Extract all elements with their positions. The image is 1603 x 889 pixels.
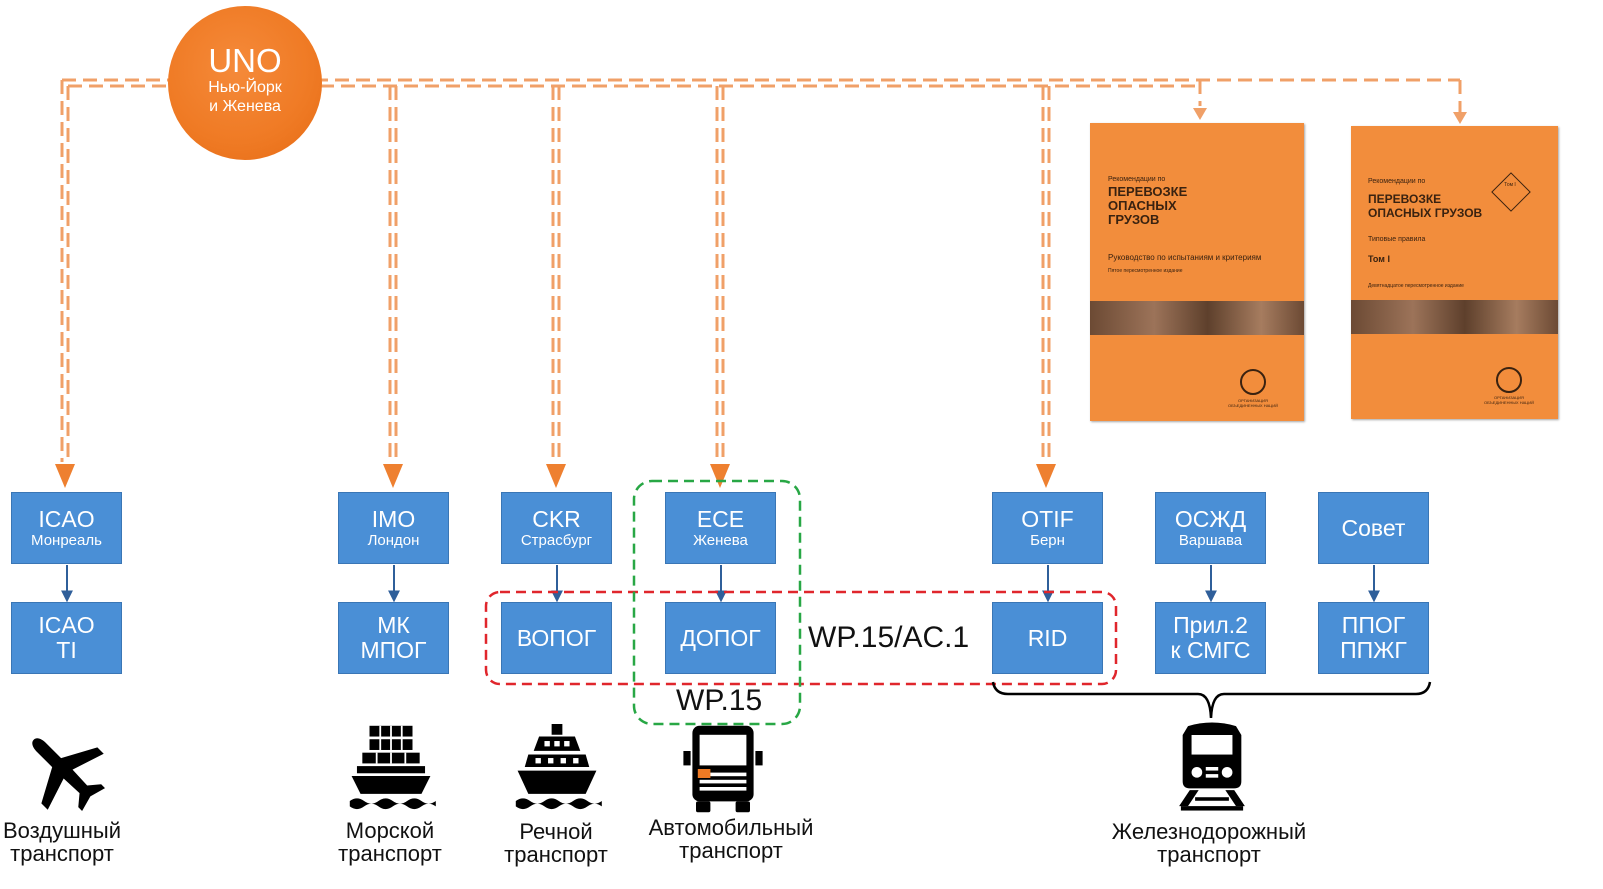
book-photo-strip [1351, 300, 1558, 334]
un-emblem-icon [1240, 369, 1266, 395]
book-top: Рекомендации по [1108, 176, 1166, 183]
label-line2: транспорт [1157, 842, 1261, 867]
org-ckr: CKR Страсбург [501, 492, 612, 564]
cargo-ship-icon [349, 725, 436, 810]
reg-line1: ВОПОГ [516, 624, 597, 651]
reg-line1: ППОГ [1341, 612, 1406, 638]
book-title1: ПЕРЕВОЗКЕ [1108, 184, 1188, 199]
wp15-ac1-label: WP.15/AC.1 [808, 621, 970, 654]
wp15-group [632, 479, 802, 726]
reg-line1: ДОПОГ [680, 624, 761, 651]
book-title3: ГРУЗОВ [1108, 212, 1160, 227]
reg-smgs-annex2: Прил.2 к СМГС [1155, 602, 1266, 674]
label-line2: транспорт [338, 841, 442, 866]
book-cover-model-regulations: Рекомендации по ПЕРЕВОЗКЕ ОПАСНЫХ ГРУЗОВ… [1351, 126, 1558, 419]
reg-icao-ti: ICAO TI [11, 602, 122, 674]
volume-diamond-badge [1491, 172, 1531, 212]
label-line2: транспорт [10, 841, 114, 866]
wp15-label: WP.15 [676, 684, 763, 717]
book-title2: ОПАСНЫХ [1108, 198, 1177, 213]
book-edition: Пятое пересмотренное издание [1108, 268, 1183, 274]
book-title2: ОПАСНЫХ ГРУЗОВ [1368, 206, 1483, 220]
river-boat-icon [515, 724, 602, 810]
label-road-transport: Автомобильный транспорт [636, 816, 826, 862]
label-line2: транспорт [504, 842, 608, 867]
book-org: ОРГАНИЗАЦИЯ ОБЪЕДИНЕННЫХ НАЦИЙ [1484, 395, 1534, 405]
reg-line2: ППЖГ [1340, 637, 1407, 663]
reg-line1: ICAO [38, 612, 95, 638]
reg-line2: МПОГ [360, 637, 427, 663]
org-title: Совет [1341, 514, 1406, 541]
org-osjd: ОСЖД Варшава [1155, 492, 1266, 564]
org-city: Страсбург [520, 531, 593, 549]
book-volume: Том I [1368, 254, 1390, 264]
org-title: IMO [371, 505, 416, 532]
org-icao: ICAO Монреаль [11, 492, 122, 564]
airplane-icon [32, 738, 106, 812]
org-otif: OTIF Берн [992, 492, 1103, 564]
book-cover-manual-tests: Рекомендации по ПЕРЕВОЗКЕ ОПАСНЫХ ГРУЗОВ… [1090, 123, 1304, 421]
org-title: CKR [532, 505, 581, 532]
label-sea-transport: Морской транспорт [318, 819, 462, 865]
label-rail-transport: Железнодорожный транспорт [1096, 820, 1322, 866]
org-city: Варшава [1178, 531, 1243, 549]
truck-icon [683, 725, 763, 813]
org-to-reg-arrows [61, 565, 1380, 603]
uno-city-line1: Нью-Йорк [208, 79, 282, 96]
org-sovet: Совет [1318, 492, 1429, 564]
reg-vopog: ВОПОГ [501, 602, 612, 674]
label-line1: Морской [345, 818, 435, 843]
uno-arrowheads [55, 108, 1467, 488]
reg-line2: к СМГС [1170, 637, 1251, 663]
book-edition: Девятнадцатое пересмотренное издание [1368, 283, 1464, 289]
org-title: ICAO [38, 505, 95, 532]
label-line1: Железнодорожный [1111, 819, 1307, 844]
label-air-transport: Воздушный транспорт [0, 819, 128, 865]
reg-line1: МК [377, 612, 410, 638]
reg-dopog: ДОПОГ [665, 602, 776, 674]
uno-node: UNO Нью-Йорк и Женева [168, 6, 322, 160]
reg-rid: RID [992, 602, 1103, 674]
label-line1: Автомобильный [648, 815, 814, 840]
org-city: Лондон [367, 531, 420, 549]
label-river-transport: Речной транспорт [486, 820, 626, 866]
un-emblem-icon [1496, 367, 1522, 393]
train-icon [1179, 722, 1245, 811]
label-line1: Воздушный [2, 818, 121, 843]
reg-line2: TI [56, 637, 77, 663]
book-photo-strip [1090, 301, 1304, 335]
org-title: OTIF [1021, 505, 1074, 532]
label-line2: транспорт [679, 838, 783, 863]
reg-line1: RID [1027, 624, 1068, 651]
org-ece: ECE Женева [665, 492, 776, 564]
uno-city-line2: и Женева [209, 98, 281, 115]
book-subtitle: Руководство по испытаниям и критериям [1108, 253, 1262, 262]
reg-mk-mpog: МК МПОГ [338, 602, 449, 674]
reg-ppog-ppzhg: ППОГ ППЖГ [1318, 602, 1429, 674]
org-title: ECE [696, 505, 745, 532]
book-top: Рекомендации по [1368, 178, 1426, 185]
reg-line1: Прил.2 [1173, 612, 1248, 638]
book-title1: ПЕРЕВОЗКЕ [1368, 192, 1442, 206]
uno-title: UNO [208, 42, 282, 79]
label-line1: Речной [519, 819, 593, 844]
org-city: Берн [1030, 531, 1065, 549]
org-imo: IMO Лондон [338, 492, 449, 564]
book-org: ОРГАНИЗАЦИЯ ОБЪЕДИНЕННЫХ НАЦИЙ [1228, 398, 1278, 408]
rail-bracket [991, 681, 1432, 719]
org-city: Монреаль [31, 531, 102, 549]
book-badge: Том I [1504, 182, 1516, 188]
book-subtitle: Типовые правила [1368, 236, 1426, 243]
org-city: Женева [693, 531, 748, 549]
org-title: ОСЖД [1174, 505, 1247, 532]
